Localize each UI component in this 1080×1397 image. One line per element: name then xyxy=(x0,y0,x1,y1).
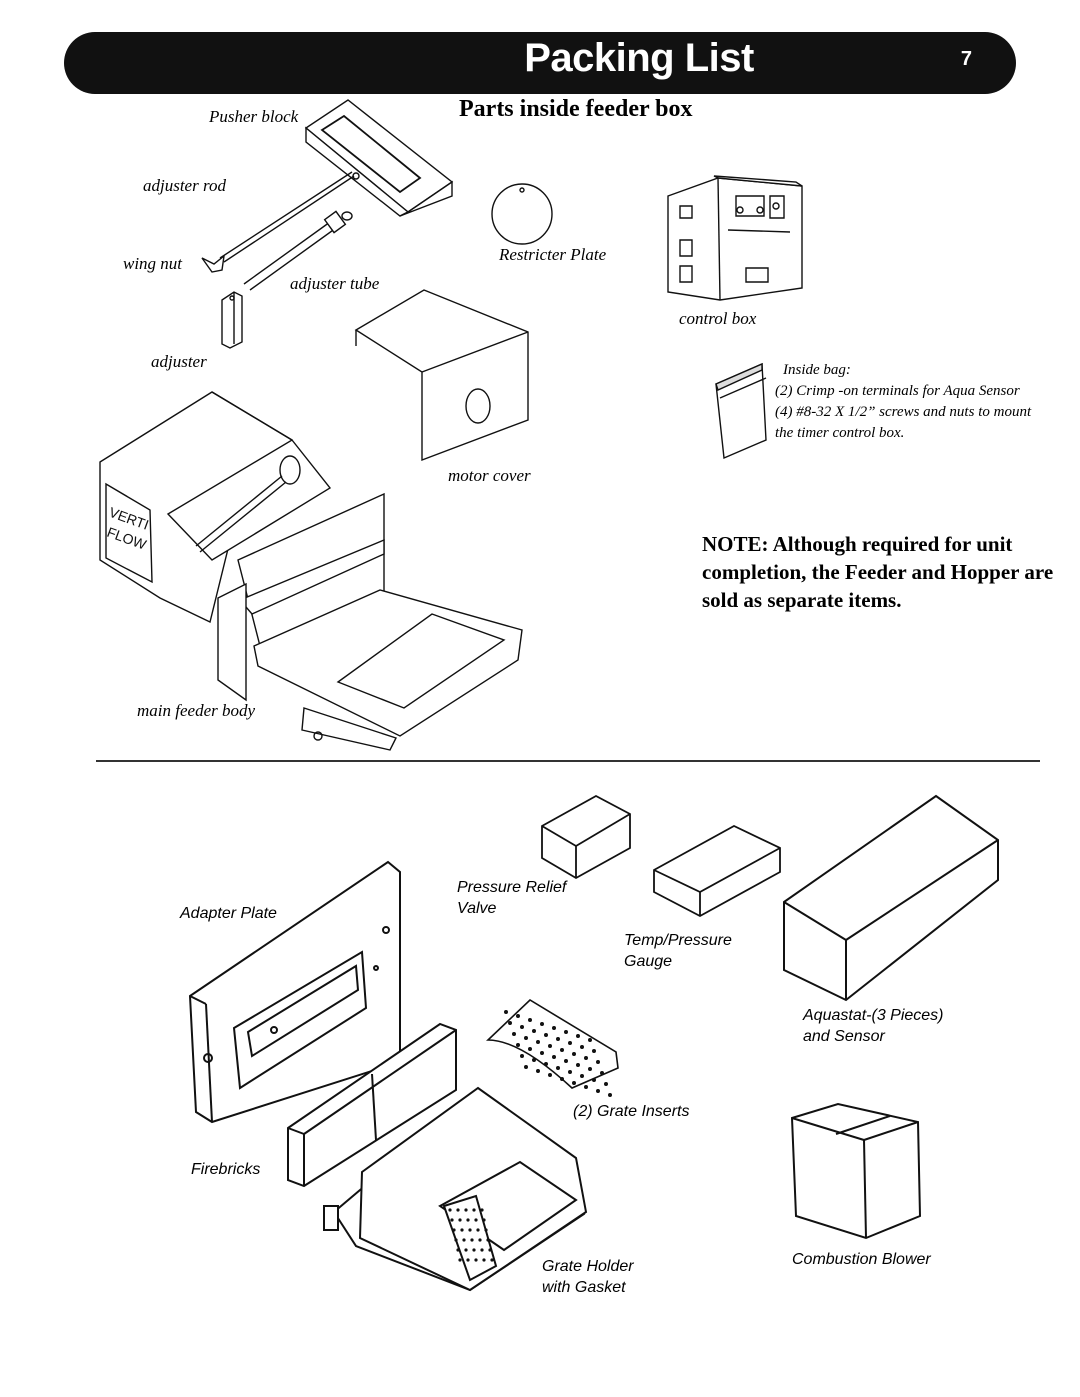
grate-holder-dots xyxy=(448,1208,494,1262)
page-header: Packing List 7 xyxy=(64,32,1016,94)
combustion-blower-drawing xyxy=(792,1104,920,1238)
adapter-plate-drawing xyxy=(190,862,400,1122)
label-grate-holder-line1: Grate Holder xyxy=(542,1258,634,1275)
label-firebricks: Firebricks xyxy=(191,1161,261,1178)
label-wing-nut: wing nut xyxy=(123,254,183,273)
adjuster-rod-drawing xyxy=(220,172,354,262)
label-aquastat: Aquastat-(3 Pieces) and Sensor xyxy=(803,1005,944,1047)
temp-pressure-gauge-drawing xyxy=(654,826,780,916)
motor-cover-drawing xyxy=(356,290,528,460)
firebricks-drawing xyxy=(288,1024,456,1186)
section-title: Parts inside feeder box xyxy=(459,96,693,122)
label-pressure-relief-line1: Pressure Relief xyxy=(457,879,567,896)
label-combustion-blower: Combustion Blower xyxy=(792,1251,931,1268)
label-temp-pressure-gauge: Temp/Pressure Gauge xyxy=(624,930,732,972)
main-feeder-body-drawing: VERTI FLOW xyxy=(100,392,522,750)
adjuster-drawing xyxy=(222,292,242,348)
pusher-block-drawing xyxy=(306,100,452,216)
page-number: 7 xyxy=(960,48,972,70)
bag-line-2: (4) #8-32 X 1/2” screws and nuts to moun… xyxy=(775,404,1032,441)
label-adjuster: adjuster xyxy=(151,352,207,371)
aquastat-drawing xyxy=(784,796,998,1000)
label-motor-cover: motor cover xyxy=(448,466,531,485)
label-aquastat-line1: Aquastat-(3 Pieces) xyxy=(803,1007,944,1024)
inside-bag-text: Inside bag: (2) Crimp -on terminals for … xyxy=(775,360,1045,444)
label-control-box: control box xyxy=(679,309,757,328)
label-adapter-plate: Adapter Plate xyxy=(180,905,277,922)
note-text: NOTE: Although required for unit complet… xyxy=(702,532,1054,612)
label-temp-gauge-line2: Gauge xyxy=(624,953,673,970)
label-temp-gauge-line1: Temp/Pressure xyxy=(624,932,732,949)
pressure-relief-valve-drawing xyxy=(542,796,630,878)
label-pressure-relief-valve: Pressure Relief Valve xyxy=(457,877,566,919)
label-restricter-plate: Restricter Plate xyxy=(499,245,607,264)
section-divider xyxy=(96,760,1040,762)
restricter-plate-drawing xyxy=(492,184,552,244)
bag-line-1: (2) Crimp -on terminals for Aqua Sensor xyxy=(775,383,1020,399)
label-adjuster-rod: adjuster rod xyxy=(143,176,226,195)
label-aquastat-line2: and Sensor xyxy=(803,1028,885,1045)
label-grate-holder: Grate Holder with Gasket xyxy=(542,1256,634,1298)
label-adjuster-tube: adjuster tube xyxy=(290,274,380,293)
label-grate-inserts: (2) Grate Inserts xyxy=(573,1103,690,1120)
grate-inserts-drawing xyxy=(488,1000,618,1088)
wing-nut-drawing xyxy=(202,256,224,272)
adjuster-tube-drawing xyxy=(244,211,352,290)
label-pressure-relief-line2: Valve xyxy=(457,900,497,917)
label-pusher-block: Pusher block xyxy=(209,107,299,126)
page-title: Packing List xyxy=(524,36,754,80)
inside-bag-drawing xyxy=(716,364,766,458)
label-main-feeder-body: main feeder body xyxy=(137,701,256,720)
grate-insert-dots xyxy=(504,1010,612,1097)
bag-title: Inside bag: xyxy=(783,362,851,378)
label-grate-holder-line2: with Gasket xyxy=(542,1279,626,1296)
control-box-drawing xyxy=(668,176,802,300)
